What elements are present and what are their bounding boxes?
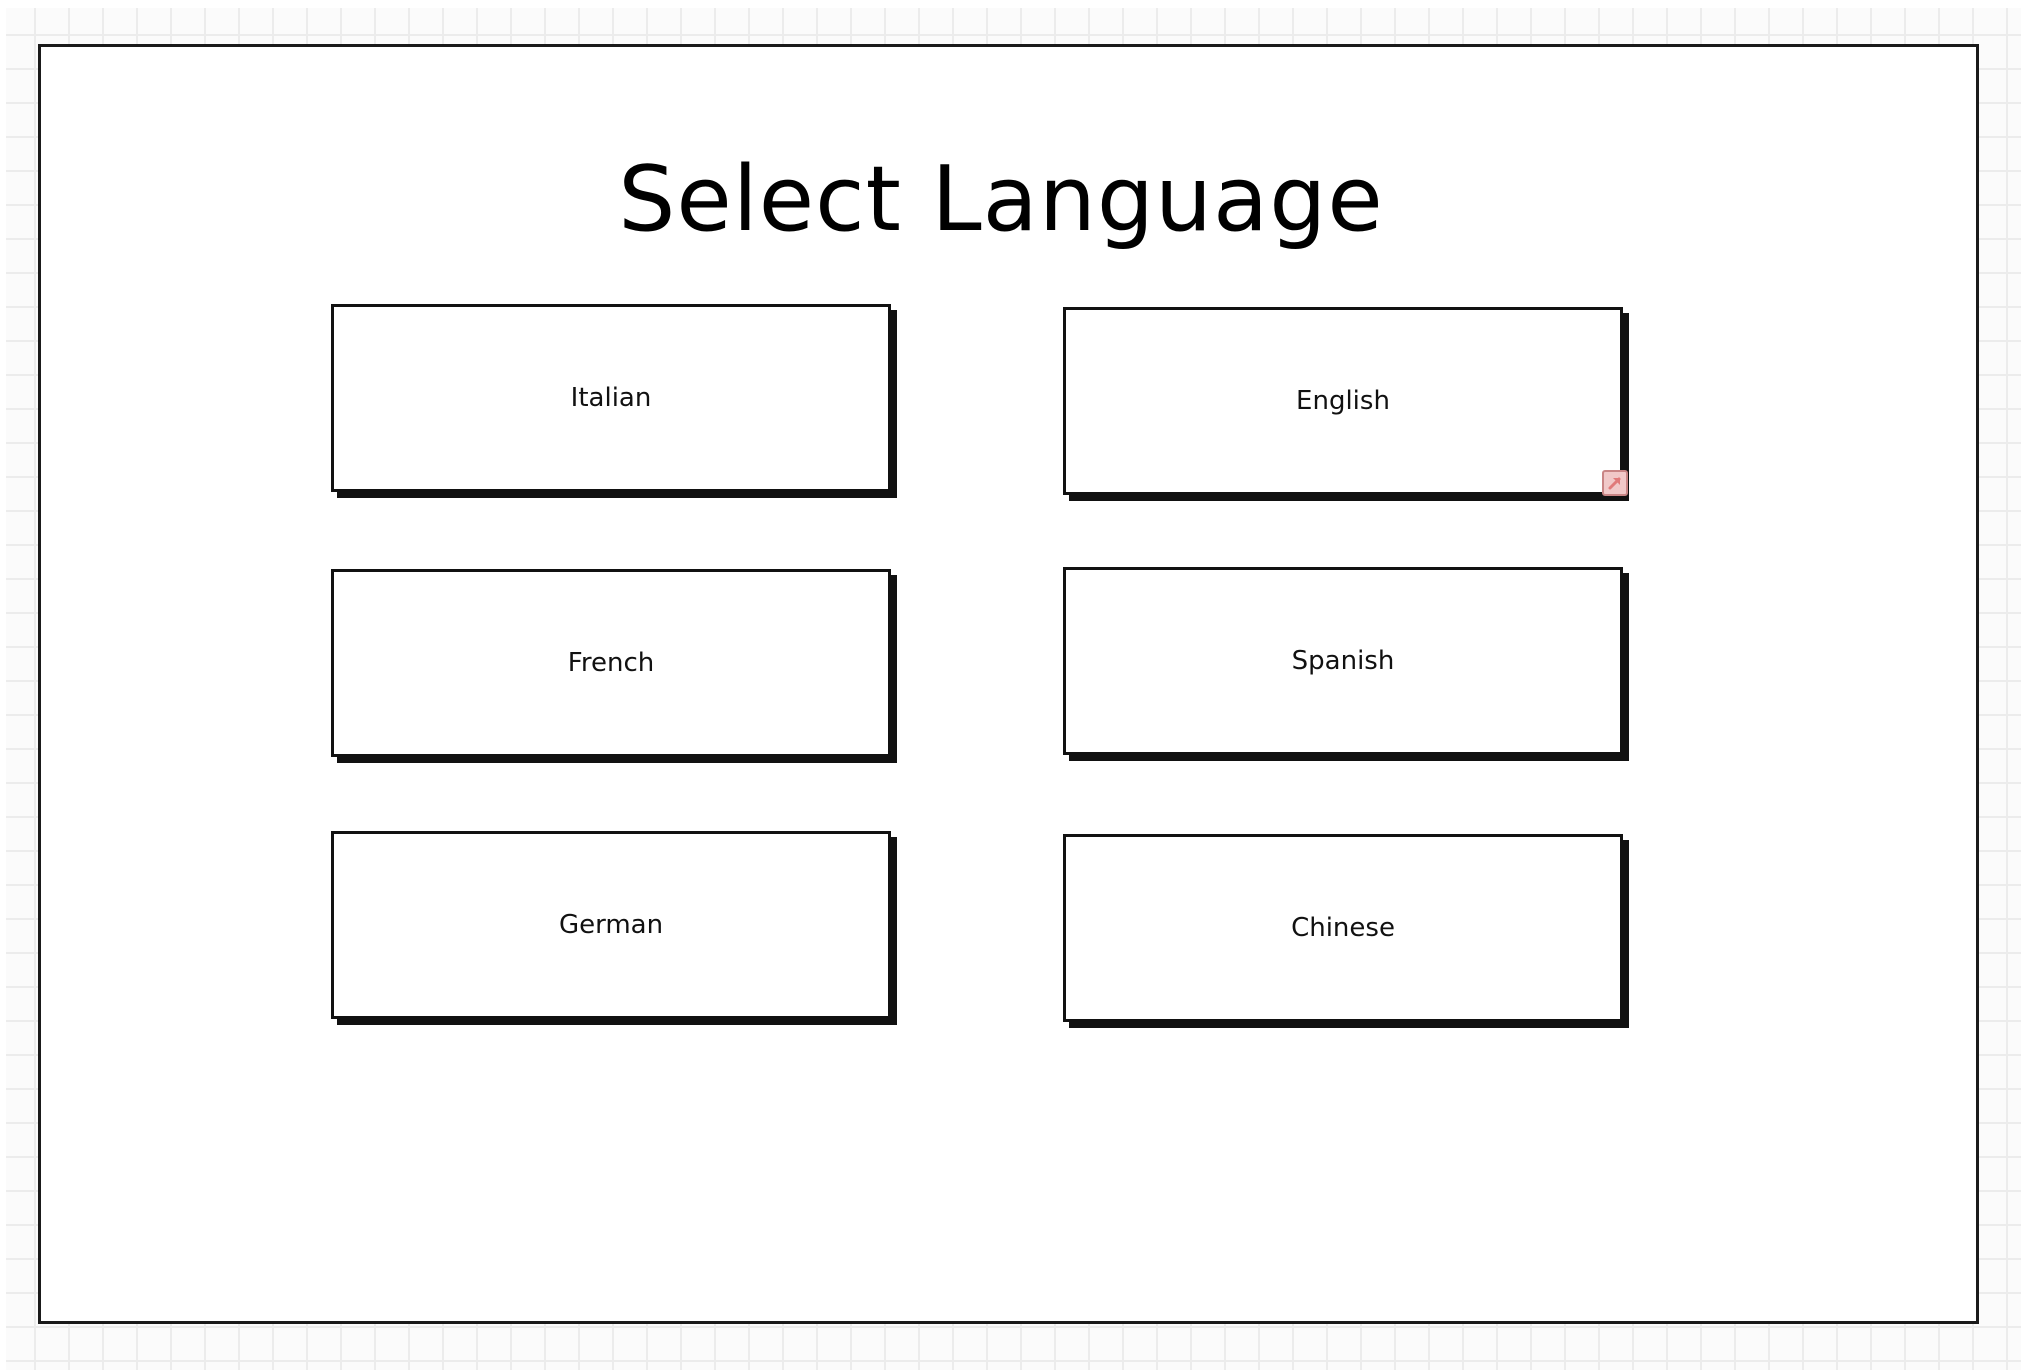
link-arrow-icon[interactable] [1602, 470, 1628, 496]
page-title: Select Language [618, 147, 1384, 252]
french-button[interactable]: French [331, 569, 891, 757]
english-label: English [1296, 386, 1390, 416]
screen-frame: Select Language [38, 44, 1979, 1324]
spanish-button[interactable]: Spanish [1063, 567, 1623, 755]
german-label: German [558, 910, 664, 940]
english-button[interactable]: English [1063, 307, 1623, 495]
italian-button[interactable]: Italian [331, 304, 891, 492]
german-button[interactable]: German [331, 831, 891, 1019]
chinese-button[interactable]: Chinese [1063, 834, 1623, 1022]
italian-label: Italian [570, 383, 652, 413]
page-edge-left [0, 0, 6, 1370]
link-arrow-glyph [1608, 477, 1621, 490]
spanish-label: Spanish [1291, 646, 1395, 676]
page-edge-top [0, 0, 2021, 8]
chinese-label: Chinese [1291, 913, 1395, 943]
french-label: French [567, 648, 655, 678]
